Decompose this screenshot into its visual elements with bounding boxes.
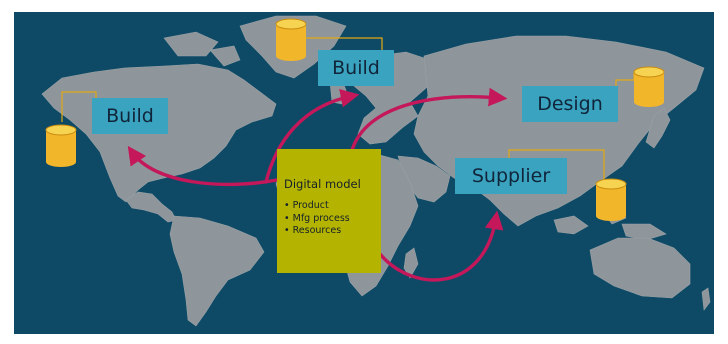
database-icon — [595, 178, 627, 221]
digital-model-list: Product Mfg process Resources — [284, 200, 374, 238]
list-item: Mfg process — [284, 213, 374, 226]
arrow-to-supplier — [378, 210, 504, 282]
site-label-design: Design — [522, 86, 618, 122]
arrow-to-build-west — [127, 145, 279, 187]
arrow-to-build-north — [264, 89, 360, 184]
site-label-supplier: Supplier — [455, 158, 567, 194]
list-item: Resources — [284, 225, 374, 238]
south-america — [169, 215, 265, 327]
database-icon — [45, 124, 77, 167]
digital-model-box: Digital model Product Mfg process Resour… — [277, 149, 381, 273]
site-label-build-west: Build — [92, 98, 168, 134]
arctic-islands — [163, 31, 241, 67]
digital-model-title: Digital model — [284, 177, 361, 191]
australia — [589, 237, 691, 299]
site-label-build-north: Build — [318, 50, 394, 86]
database-icon — [633, 66, 665, 107]
connector-build-west — [61, 91, 97, 122]
new-zealand — [701, 287, 711, 311]
japan — [645, 107, 671, 149]
world-map-diagram: Build Build Design Supplier Digital mode… — [14, 12, 714, 334]
connector-build-north — [306, 37, 383, 50]
connector-supplier — [508, 149, 605, 182]
list-item: Product — [284, 200, 374, 213]
madagascar — [403, 247, 419, 279]
database-icon — [275, 18, 307, 61]
